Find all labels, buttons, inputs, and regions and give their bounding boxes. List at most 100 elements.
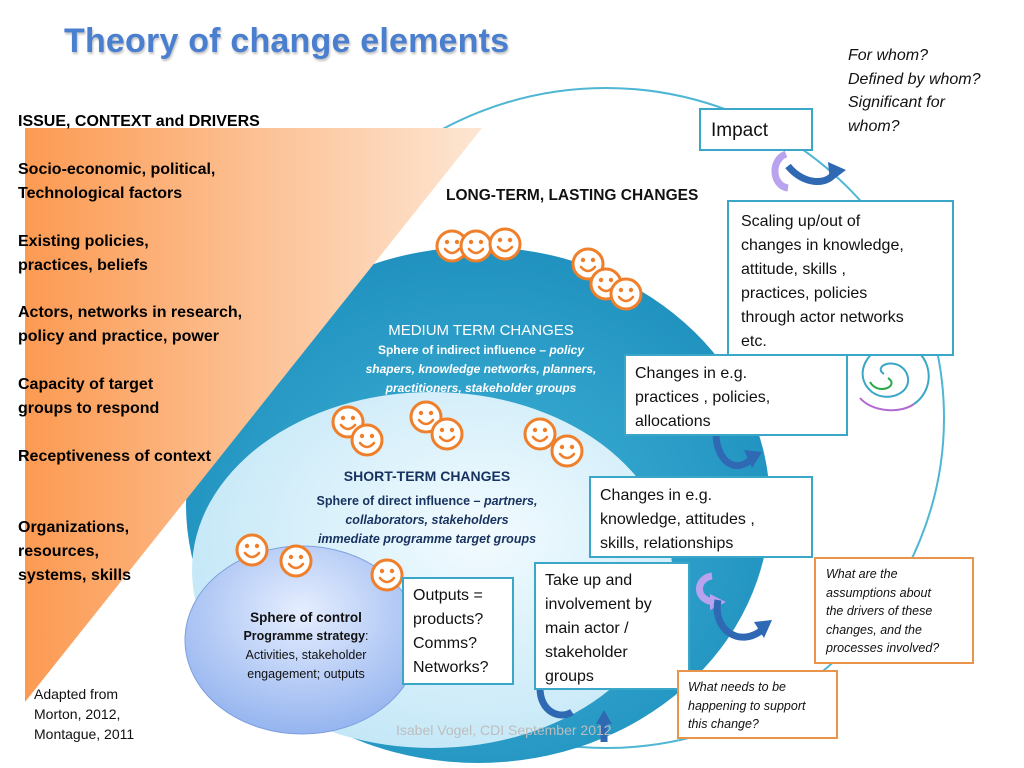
smiley-group bbox=[235, 227, 643, 592]
control-strategy: Programme strategy: bbox=[224, 627, 388, 646]
medium-line-italic: shapers, knowledge networks, planners, bbox=[365, 362, 597, 376]
note-line: happening to support bbox=[688, 698, 806, 713]
context-line: Capacity of target bbox=[18, 376, 154, 393]
note-line: processes involved? bbox=[826, 641, 940, 655]
context-triangle bbox=[25, 128, 482, 702]
box-line: attitude, skills , bbox=[741, 261, 846, 278]
control-strategy-suffix: : bbox=[365, 629, 369, 643]
smiley-icon bbox=[609, 277, 643, 311]
note-line: assumptions about bbox=[826, 585, 931, 600]
medium-term-description: Sphere of indirect influence – policy sh… bbox=[338, 341, 624, 398]
box-line: main actor / bbox=[545, 620, 629, 637]
short-term-description: Sphere of direct influence – partners, c… bbox=[296, 492, 558, 549]
smiley-icon bbox=[523, 417, 557, 451]
note-line: the drivers of these bbox=[826, 604, 933, 618]
arrow-icon-practices bbox=[712, 435, 762, 470]
short-line-italic: collaborators, stakeholders bbox=[345, 513, 509, 527]
question-line: Significant for bbox=[848, 94, 945, 111]
note-line: What needs to be bbox=[688, 680, 786, 694]
box-line: groups bbox=[545, 668, 594, 685]
assumptions-note: What are the assumptions about the drive… bbox=[814, 557, 974, 664]
scaling-box: Scaling up/out of changes in knowledge, … bbox=[727, 200, 954, 356]
box-line: practices , policies, bbox=[635, 389, 771, 406]
control-line: engagement; outputs bbox=[247, 667, 365, 681]
medium-line-italic: policy bbox=[549, 343, 585, 357]
smiley-icon bbox=[370, 558, 404, 592]
box-line: etc. bbox=[741, 333, 767, 350]
medium-term-heading: MEDIUM TERM CHANGES bbox=[388, 322, 574, 339]
smiley-icon bbox=[350, 423, 384, 457]
smiley-icon bbox=[488, 227, 522, 261]
stakeholder-questions: For whom? Defined by whom? Significant f… bbox=[848, 44, 1018, 138]
smiley-icon bbox=[550, 434, 584, 468]
knowledge-box: Changes in e.g. knowledge, attitudes , s… bbox=[589, 476, 813, 558]
box-line: stakeholder bbox=[545, 644, 628, 661]
page-title: Theory of change elements bbox=[64, 22, 510, 60]
question-line: whom? bbox=[848, 117, 900, 135]
box-line: Outputs = bbox=[413, 587, 483, 604]
note-line: What are the bbox=[826, 567, 898, 581]
smiley-icon bbox=[409, 400, 443, 434]
support-note: What needs to be happening to support th… bbox=[677, 670, 838, 739]
box-line: Comms? bbox=[413, 635, 478, 652]
box-line: Take up and bbox=[545, 572, 633, 589]
box-line: Changes in e.g. bbox=[635, 365, 748, 382]
credit-line: Adapted from bbox=[34, 686, 119, 702]
context-line: Organizations, bbox=[18, 519, 130, 536]
box-line: allocations bbox=[635, 413, 711, 430]
takeup-box: Take up and involvement by main actor / … bbox=[534, 562, 690, 690]
outputs-box: Outputs = products? Comms? Networks? bbox=[402, 577, 514, 685]
control-line: Activities, stakeholder bbox=[245, 648, 367, 662]
short-line: Sphere of direct influence – bbox=[316, 494, 484, 508]
source-credit: Adapted from Morton, 2012, Montague, 201… bbox=[34, 684, 134, 744]
smiley-icon bbox=[279, 544, 313, 578]
context-receptiveness: Receptiveness of context bbox=[18, 448, 211, 465]
practices-box: Changes in e.g. practices , policies, al… bbox=[624, 354, 848, 436]
control-strategy-bold: Programme strategy bbox=[243, 629, 366, 643]
medium-line-italic: practitioners, stakeholder groups bbox=[385, 381, 577, 395]
box-line: Scaling up/out of bbox=[741, 213, 861, 230]
arrow-icon-knowledge bbox=[696, 572, 772, 641]
medium-term-label: MEDIUM TERM CHANGES Sphere of indirect i… bbox=[338, 322, 624, 398]
footer-author: Isabel Vogel, CDI September 2012 bbox=[396, 722, 612, 738]
box-line: practices, policies bbox=[741, 285, 868, 302]
context-line: Technological factors bbox=[18, 185, 183, 202]
context-line: practices, beliefs bbox=[18, 257, 148, 274]
context-line: resources, bbox=[18, 543, 99, 560]
context-socio-economic: Socio-economic, political, Technological… bbox=[18, 158, 215, 206]
context-line: Existing policies, bbox=[18, 233, 149, 250]
context-capacity: Capacity of target groups to respond bbox=[18, 373, 159, 421]
smiley-icon bbox=[235, 533, 269, 567]
arrow-icon-impact bbox=[771, 150, 846, 192]
context-line: Actors, networks in research, bbox=[18, 304, 243, 321]
box-line: through actor networks bbox=[741, 309, 904, 326]
spiral-icon bbox=[859, 342, 930, 412]
context-line: Socio-economic, political, bbox=[18, 161, 216, 178]
box-line: changes in knowledge, bbox=[741, 237, 904, 254]
smiley-icon bbox=[459, 229, 493, 263]
note-line: this change? bbox=[688, 717, 759, 731]
short-line-italic: immediate programme target groups bbox=[317, 532, 537, 546]
question-line: Defined by whom? bbox=[848, 70, 981, 88]
short-term-label: SHORT-TERM CHANGES Sphere of direct infl… bbox=[296, 468, 558, 549]
short-line-italic: partners, bbox=[483, 494, 538, 508]
smiley-icon bbox=[430, 417, 464, 451]
arrow-icon-takeup bbox=[536, 687, 612, 742]
short-term-heading: SHORT-TERM CHANGES bbox=[343, 468, 511, 484]
context-actors: Actors, networks in research, policy and… bbox=[18, 301, 242, 349]
long-term-label: LONG-TERM, LASTING CHANGES bbox=[446, 187, 699, 204]
context-heading: ISSUE, CONTEXT and DRIVERS bbox=[18, 113, 260, 130]
credit-line: Montague, 2011 bbox=[34, 726, 135, 742]
note-line: changes, and the bbox=[826, 622, 922, 637]
question-line: For whom? bbox=[848, 47, 929, 64]
credit-line: Morton, 2012, bbox=[34, 706, 121, 722]
box-line: skills, relationships bbox=[600, 535, 734, 552]
box-line: products? bbox=[413, 611, 484, 628]
impact-box: Impact bbox=[699, 108, 813, 151]
control-heading: Sphere of control bbox=[250, 610, 362, 625]
context-organizations: Organizations, resources, systems, skill… bbox=[18, 516, 131, 588]
context-policies: Existing policies, practices, beliefs bbox=[18, 230, 149, 278]
box-line: Changes in e.g. bbox=[600, 487, 713, 504]
sphere-of-control-label: Sphere of control Programme strategy: Ac… bbox=[224, 608, 388, 684]
